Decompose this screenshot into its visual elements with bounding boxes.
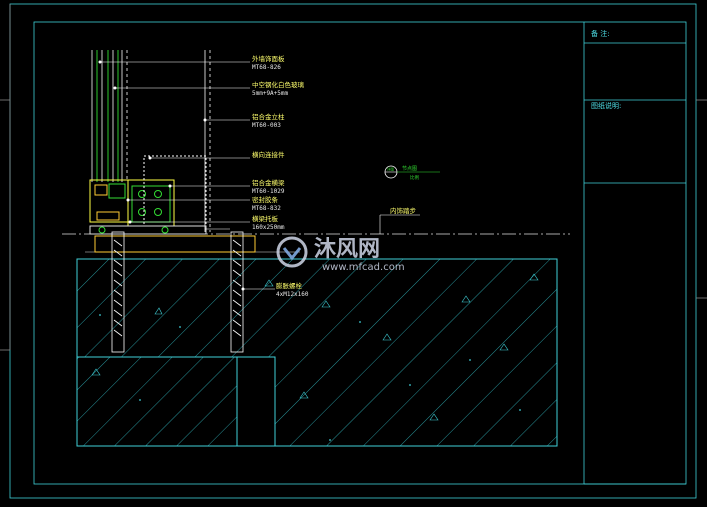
callout-1-line2: MT68-826 [252, 64, 281, 71]
callout-3-line1: 铝合金立柱 [252, 112, 285, 121]
callout-3-line2: MT60-003 [252, 122, 281, 129]
title-block [583, 22, 686, 485]
section-marker-symbol: 详图 [387, 167, 395, 172]
callout-2-line1: 中空钢化白色玻璃 [252, 80, 305, 89]
callout-8-line2: 4xM12x160 [276, 291, 309, 298]
callout-6-line1: 密封胶条 [252, 195, 279, 204]
callout-4-line1: 横向连接件 [252, 150, 285, 159]
anchor-bolts [111, 231, 244, 353]
callout-7-line1: 横梁托板 [252, 214, 279, 223]
callout-labels: 外墙饰面板 MT68-826 中空钢化白色玻璃 5mm+9A+5mm 铝合金立柱… [252, 54, 417, 298]
callout-5-line2: MT60-1029 [252, 188, 285, 195]
watermark-url: www.mfcad.com [322, 262, 405, 273]
callout-8-line1: 膨胀螺栓 [276, 281, 303, 290]
section-marker: 详图 节点图 比例 [384, 165, 440, 181]
title-block-description-label: 图纸说明: [591, 101, 621, 110]
mullion-base-detail [89, 155, 256, 253]
concrete-slab [76, 258, 558, 447]
callout-5-line1: 铝合金横梁 [252, 178, 285, 187]
callout-7-line2: 160x250mm [252, 224, 285, 231]
callout-6-line2: MT68-832 [252, 205, 281, 212]
section-marker-sub: 比例 [410, 174, 419, 181]
callout-1-line1: 外墙饰面板 [252, 54, 285, 63]
leader-lines [98, 60, 420, 291]
watermark-logo-icon [276, 236, 308, 268]
watermark-brand: 沐风网 [314, 237, 380, 262]
callout-2-line2: 5mm+9A+5mm [252, 90, 289, 97]
right-floor-label: 内饰踏步 [390, 206, 417, 215]
watermark: 沐风网 www.mfcad.com [276, 236, 405, 273]
title-block-notes-label: 备 注: [591, 29, 610, 38]
curtain-wall-section [91, 50, 211, 232]
sheet-frame [0, 3, 707, 499]
section-marker-caption: 节点图 [402, 166, 417, 172]
